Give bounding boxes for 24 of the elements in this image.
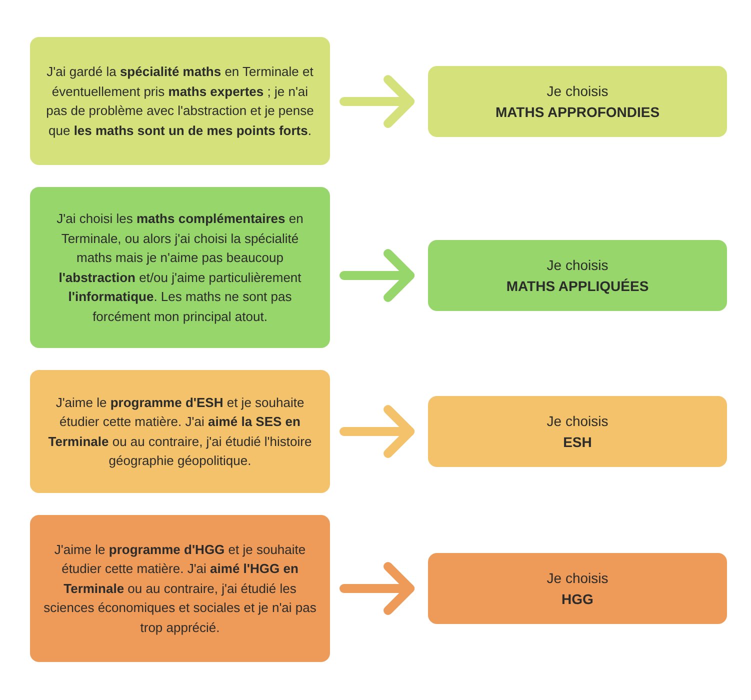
description-box: [30, 370, 330, 493]
choice-intro: Je choisis: [546, 256, 608, 276]
description-box: [30, 187, 330, 348]
choice-label: HGG: [562, 590, 594, 608]
arrow: [340, 249, 414, 302]
choice-box: [428, 553, 727, 624]
choice-box: [428, 396, 727, 467]
description-box: [30, 515, 330, 662]
description-text: J'ai choisi les maths complémentaires en Terminale, ou alors j'ai choisi la spécialité maths mais je n'aime pas beaucoup l'abstraction et/ou j'aime particulièrement l'informatique. Les maths ne sont pas forcément mon principal atout.: [56, 210, 304, 326]
description-text: J'aime le programme d'HGG et je souhaite étudier cette matière. J'ai aimé l'HGG en Terminale ou au contraire, j'ai étudié les sciences économiques et sociales et je n'ai pas trop apprécié.: [42, 540, 318, 637]
choice-box: [428, 240, 727, 311]
arrow: [340, 405, 414, 458]
choice-intro: Je choisis: [546, 412, 608, 432]
arrow: [340, 75, 414, 128]
choice-intro: Je choisis: [546, 82, 608, 102]
description-text: J'aime le programme d'ESH et je souhaite étudier cette matière. J'ai aimé la SES en Terminale ou au contraire, j'ai étudié l'histoire géographie géopolitique.: [47, 394, 313, 470]
choice-label: MATHS APPLIQUÉES: [506, 276, 649, 296]
description-box: [30, 37, 330, 165]
description-text: J'ai gardé la spécialité maths en Terminale et éventuellement pris maths expertes ; je n'ai pas de problème avec l'abstraction et je pense que les maths sont un de mes points forts.: [45, 63, 315, 140]
choice-box: [428, 66, 727, 137]
choice-label: MATHS APPROFONDIES: [495, 102, 660, 122]
choice-label: ESH: [563, 432, 592, 452]
arrow: [340, 562, 414, 615]
choice-intro: Je choisis: [546, 569, 608, 588]
